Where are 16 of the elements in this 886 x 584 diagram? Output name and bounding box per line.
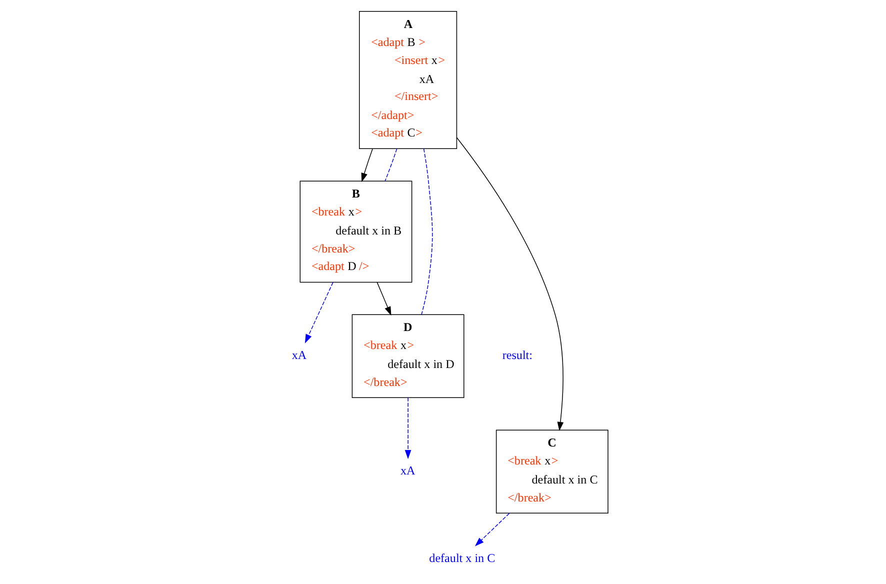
arrow [404,397,411,460]
node-box: D <break x> default x in D </break> [351,314,464,398]
arrow [376,282,391,316]
arrow [474,512,510,546]
node-box: B <break x> default x in B </break> <adapt D /> [299,180,412,283]
connector [384,148,397,182]
node-box: A <adapt B > <insert x> xA </insert> </adapt> <adapt C> [358,10,457,150]
arrow [456,137,564,431]
arrow [304,282,333,344]
node-text: xA [291,348,306,362]
node-box: C <break x> default x in C </break> [495,430,608,514]
node-text: xA [400,463,415,478]
arrow [360,148,372,182]
node-text: default x in C [428,550,495,565]
label: result: [502,348,532,362]
connector [420,148,432,315]
